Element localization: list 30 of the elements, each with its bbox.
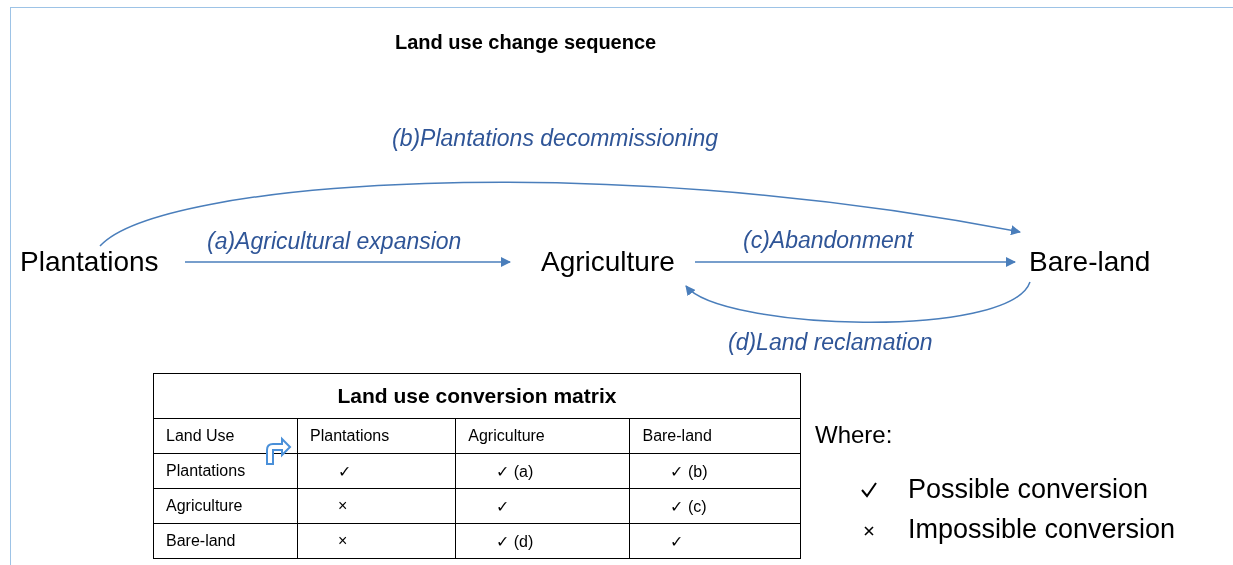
legend-heading: Where: [815,421,893,449]
node-label: Bare-land [1029,246,1151,278]
edge-label: (d)Land reclamation [728,328,933,356]
table-cell: ✓ (c) [629,488,801,524]
arrow [184,257,511,267]
table-cell: Bare-land [153,523,298,559]
table-cell: ✓ (d) [455,523,630,559]
legend-text: Possible conversion [908,474,1149,505]
edge-label: (c)Abandonment [743,226,914,254]
table-cell: Agriculture [455,418,630,454]
table-cell: × [297,523,456,559]
node-label: Agriculture [541,246,675,278]
table-cell: ✓ [297,453,456,489]
table-cell: Agriculture [153,488,298,524]
edge-label: (b)Plantations decommissioning [392,124,718,152]
title: Land use change sequence [395,31,657,54]
arrow [694,257,1016,267]
table-cell: ✓ (a) [455,453,630,489]
arrow [685,281,1031,323]
table-cell: Bare-land [629,418,801,454]
table-cell: ✓ (b) [629,453,801,489]
table-cell: ✓ [455,488,630,524]
table-cell: Plantations [297,418,456,454]
table-cell: ✓ [629,523,801,559]
node-label: Plantations [20,246,159,278]
table-cell: × [297,488,456,524]
table-title: Land use conversion matrix [153,373,801,419]
legend-text: Impossible conversion [908,514,1176,545]
edge-label: (a)Agricultural expansion [207,227,462,255]
arrow [99,181,1021,247]
